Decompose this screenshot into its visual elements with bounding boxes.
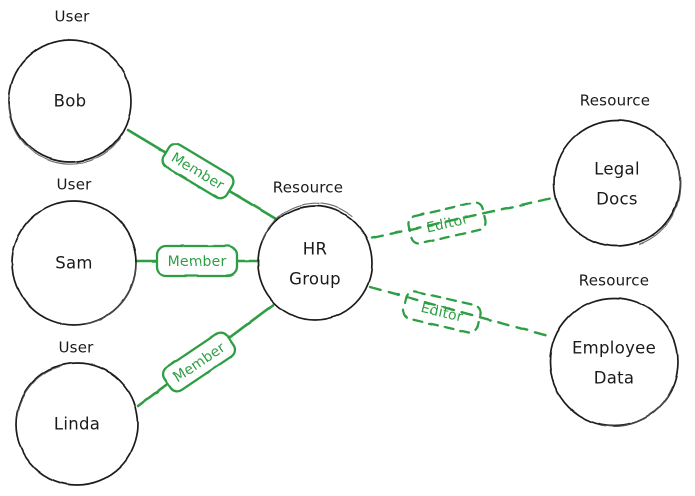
edge-label-text: Editor (419, 300, 464, 325)
edge-label-bob-hrgroup[interactable]: Member (160, 141, 237, 201)
node-bob[interactable]: User Bob (8, 8, 132, 165)
node-label: Linda (54, 415, 100, 434)
node-legal-docs[interactable]: Resource Legal Docs (553, 92, 681, 247)
node-label: Sam (55, 254, 93, 273)
node-label-line2: Docs (596, 190, 638, 209)
node-hrgroup[interactable]: Resource HR Group (257, 179, 373, 321)
node-shape-sketch-overlay (261, 202, 353, 243)
node-shape (257, 205, 373, 321)
edge-label-hrgroup-legal[interactable]: Editor (407, 201, 487, 245)
node-shape-sketch-overlay (16, 365, 63, 417)
node-type-label: Resource (273, 179, 343, 197)
node-label-line1: HR (303, 240, 327, 259)
node-shape (8, 39, 132, 163)
edge-labels-layer: Member Member Member Editor Editor (155, 141, 487, 395)
edge-label-hrgroup-employee[interactable]: Editor (402, 290, 482, 334)
edge-label-chip (407, 201, 487, 245)
node-label-line1: Legal (594, 160, 640, 179)
node-sam[interactable]: User Sam (11, 176, 137, 326)
node-shape (15, 362, 139, 486)
edge-hrgroup-employee[interactable] (368, 285, 554, 339)
node-type-label: User (55, 8, 91, 26)
node-employee-data[interactable]: Resource Employee Data (549, 272, 679, 427)
edge-label-linda-hrgroup[interactable]: Member (160, 330, 238, 395)
edge-label-chip (155, 244, 239, 278)
edge-line (370, 195, 559, 240)
node-shape-sketch-overlay (8, 104, 121, 165)
edge-hrgroup-legal[interactable] (370, 195, 559, 240)
node-shape-sketch-overlay (639, 164, 681, 245)
node-label: Bob (54, 92, 87, 111)
node-shape (549, 297, 679, 427)
edge-label-text: Member (168, 254, 227, 270)
edge-line (368, 285, 554, 339)
node-type-label: User (59, 339, 95, 357)
node-shape (553, 119, 681, 247)
edge-label-chip (161, 331, 237, 393)
nodes-layer: User Bob User Sam User (8, 8, 681, 486)
node-label-line2: Group (289, 270, 341, 289)
node-shape-sketch-overlay (85, 262, 137, 325)
edge-label-sam-hrgroup[interactable]: Member (155, 244, 239, 278)
edge-label-chip (402, 290, 482, 334)
node-label-line1: Employee (572, 339, 656, 358)
node-type-label: Resource (579, 272, 649, 290)
node-label-line2: Data (594, 369, 635, 388)
node-type-label: User (57, 176, 93, 194)
node-shape-sketch-overlay (599, 387, 673, 427)
edge-label-chip (161, 142, 235, 200)
node-type-label: Resource (580, 92, 650, 110)
node-linda[interactable]: User Linda (15, 339, 139, 486)
